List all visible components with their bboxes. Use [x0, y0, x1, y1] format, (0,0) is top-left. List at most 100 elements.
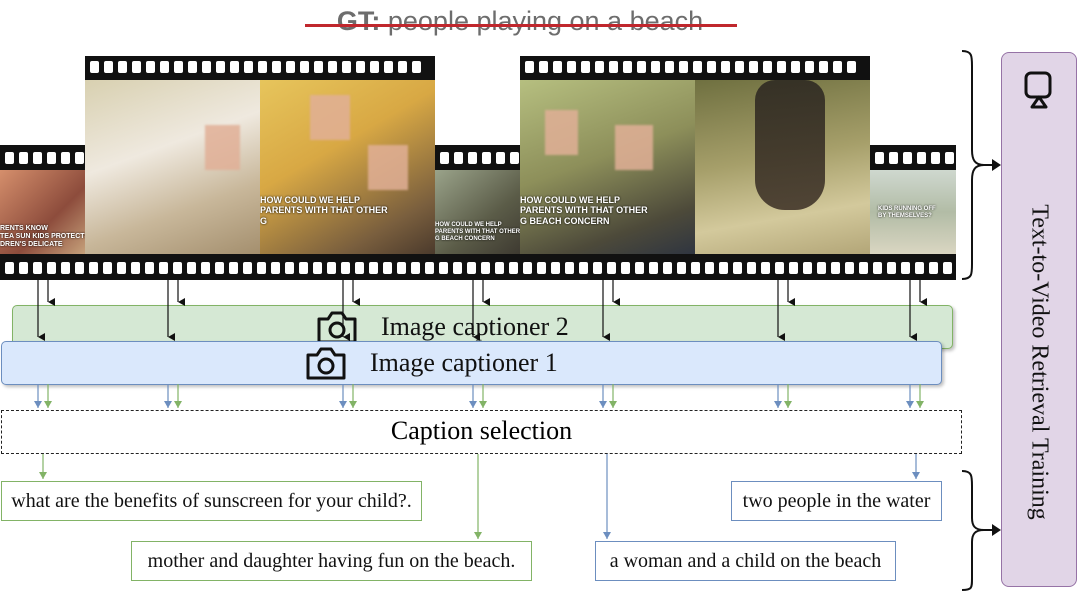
sprocket-hole [75, 262, 84, 274]
ground-truth-caption: GT: people playing on a beach [300, 6, 740, 37]
sprocket-hole [61, 152, 70, 164]
camera-icon [306, 347, 346, 380]
sprocket-hole [831, 262, 840, 274]
brace-arrowhead-video [992, 159, 1001, 171]
blurred-face [205, 125, 240, 170]
video-frame-6 [695, 80, 870, 254]
blurred-face [615, 125, 653, 170]
sprocket-hole [370, 61, 379, 73]
frame-caption: RENTS KNOW TEA SUN KIDS PROTECTS DREN'S … [0, 225, 85, 249]
sprocket-hole [607, 262, 616, 274]
sprocket-hole [621, 262, 630, 274]
sprocket-hole [468, 152, 477, 164]
sprocket-holes [90, 61, 421, 73]
gt-text: people playing on a beach [387, 6, 704, 36]
sprocket-hole [75, 152, 84, 164]
sprocket-hole [719, 262, 728, 274]
video-frame-5: HOW COULD WE HELP PARENTS WITH THAT OTHE… [520, 80, 695, 254]
text-to-video-retrieval-training: Text-to-Video Retrieval Training [1001, 52, 1077, 587]
sprocket-hole [733, 262, 742, 274]
sprocket-hole [5, 152, 14, 164]
sprocket-hole [859, 262, 868, 274]
sprocket-holes [525, 61, 856, 73]
sprocket-hole [328, 61, 337, 73]
sprocket-hole [398, 61, 407, 73]
blurred-face [310, 95, 350, 140]
frame-caption: HOW COULD WE HELP PARENTS WITH THAT OTHE… [435, 222, 520, 242]
sprocket-hole [33, 152, 42, 164]
sprocket-hole [873, 262, 882, 274]
sprocket-hole [384, 61, 393, 73]
sprocket-hole [314, 61, 323, 73]
sprocket-hole [482, 152, 491, 164]
sprocket-hole [817, 262, 826, 274]
sprocket-hole [369, 262, 378, 274]
video-icon [1024, 71, 1052, 109]
sprocket-hole [299, 262, 308, 274]
frame-caption: HOW COULD WE HELP PARENTS WITH THAT OTHE… [260, 195, 388, 226]
sprocket-hole [356, 61, 365, 73]
sprocket-hole [593, 262, 602, 274]
video-frame-7: KIDS RUNNING OFF BY THEMSELVES? [870, 170, 956, 254]
sprocket-hole [216, 61, 225, 73]
sprocket-hole [215, 262, 224, 274]
gt-strikethrough [305, 24, 737, 27]
sprocket-hole [763, 61, 772, 73]
sprocket-hole [889, 152, 898, 164]
sprocket-hole [355, 262, 364, 274]
sprocket-holes [5, 152, 84, 164]
sprocket-hole [47, 152, 56, 164]
sprocket-hole [145, 262, 154, 274]
gt-label: GT: [336, 6, 381, 36]
sprocket-hole [257, 262, 266, 274]
sprocket-holes [5, 262, 952, 274]
sprocket-hole [567, 61, 576, 73]
sprocket-hole [131, 262, 140, 274]
sprocket-hole [915, 262, 924, 274]
sprocket-hole [285, 262, 294, 274]
sprocket-hole [663, 262, 672, 274]
sprocket-hole [691, 262, 700, 274]
frame-caption: HOW COULD WE HELP PARENTS WITH THAT OTHE… [520, 195, 648, 226]
sprocket-hole [917, 152, 926, 164]
sprocket-hole [509, 262, 518, 274]
sprocket-hole [481, 262, 490, 274]
sprocket-hole [467, 262, 476, 274]
sprocket-hole [510, 152, 519, 164]
sprocket-hole [341, 262, 350, 274]
sprocket-hole [47, 262, 56, 274]
sprocket-holes [440, 152, 519, 164]
sprocket-hole [761, 262, 770, 274]
sprocket-hole [496, 152, 505, 164]
sprocket-hole [903, 152, 912, 164]
video-frame-2 [85, 80, 260, 254]
sprocket-hole [679, 61, 688, 73]
sprocket-hole [833, 61, 842, 73]
sprocket-hole [875, 152, 884, 164]
sprocket-hole [160, 61, 169, 73]
sprocket-hole [747, 262, 756, 274]
frame-caption: KIDS RUNNING OFF BY THEMSELVES? [878, 206, 936, 219]
image-captioner-1: Image captioner 1 [1, 341, 942, 385]
sprocket-hole [819, 61, 828, 73]
sprocket-hole [749, 61, 758, 73]
sprocket-hole [327, 262, 336, 274]
sprocket-hole [735, 61, 744, 73]
sprocket-hole [579, 262, 588, 274]
sprocket-hole [383, 262, 392, 274]
sprocket-hole [523, 262, 532, 274]
sprocket-hole [677, 262, 686, 274]
sprocket-hole [845, 262, 854, 274]
sprocket-hole [159, 262, 168, 274]
sprocket-hole [929, 262, 938, 274]
sprocket-hole [581, 61, 590, 73]
sprocket-hole [202, 61, 211, 73]
sprocket-hole [230, 61, 239, 73]
sprocket-hole [201, 262, 210, 274]
brace-arrowhead-captions [992, 524, 1001, 536]
sprocket-hole [803, 262, 812, 274]
running-legs [755, 80, 825, 210]
sprocket-hole [61, 262, 70, 274]
sprocket-hole [651, 61, 660, 73]
sprocket-hole [188, 61, 197, 73]
